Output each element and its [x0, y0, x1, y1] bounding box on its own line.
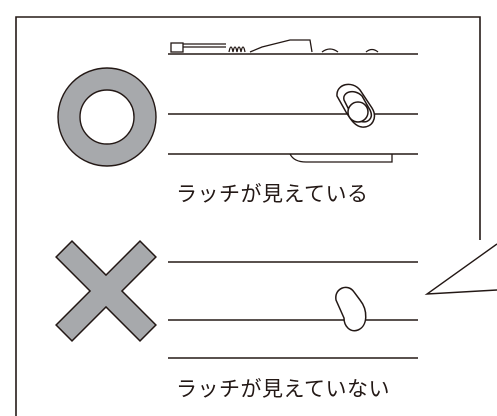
- bottom-rail-tab: [289, 153, 393, 163]
- circle-correct-inner-outline: [79, 89, 135, 145]
- latch-visible-icon: [336, 83, 376, 128]
- callout-pointer: [424, 243, 497, 295]
- latch-hidden-icon: [335, 286, 367, 332]
- correct-caption: ラッチが見えている: [176, 182, 369, 206]
- circle-correct-icon: [58, 68, 156, 166]
- incorrect-example: [55, 240, 418, 359]
- diagram-frame: [15, 16, 481, 416]
- top-rail-mechanism: [170, 39, 379, 53]
- correct-example: [57, 39, 418, 167]
- circle-correct-outer-outline: [57, 67, 157, 167]
- incorrect-caption: ラッチが見えていない: [176, 377, 390, 401]
- cross-incorrect-icon: [55, 240, 157, 342]
